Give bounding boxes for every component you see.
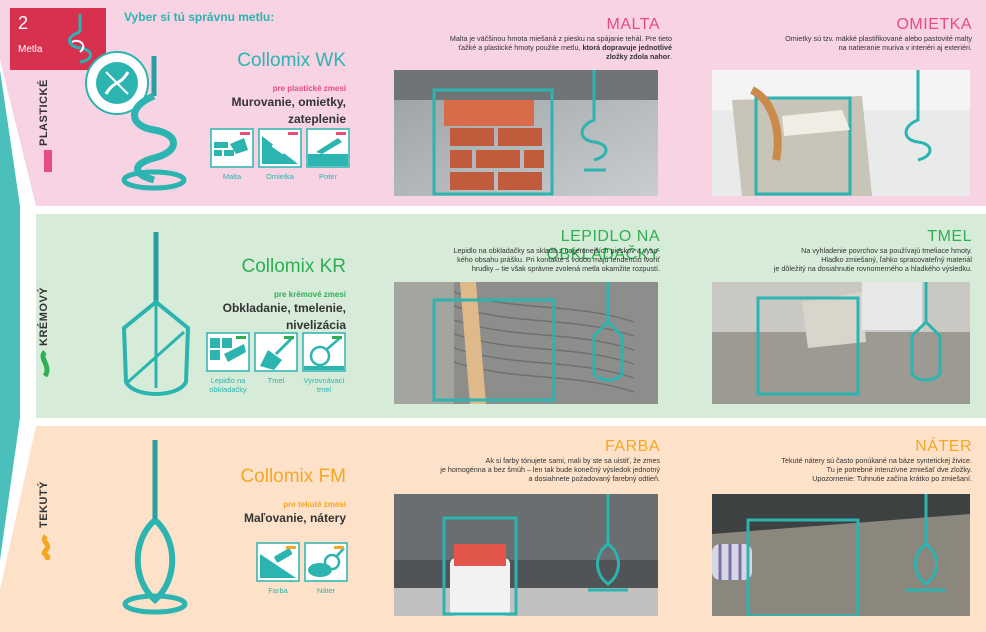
app-title-tmel: TMEL — [927, 228, 972, 245]
photo-tmel — [712, 282, 970, 404]
fm-mixer-image — [122, 440, 188, 615]
tile-adhesive-icon — [206, 332, 250, 372]
kr-mixer-image — [121, 232, 191, 396]
product-desc-1: Obkladanie, tmelenie, — [222, 301, 346, 315]
app-text-tmel: Na vyhladenie povrchov sa používajú tmel… — [773, 246, 972, 273]
photo-lepidlo — [394, 282, 658, 404]
product-sub: pre tekuté zmesi — [283, 500, 346, 509]
photo-omietka — [712, 70, 970, 196]
product-desc-2: zateplenie — [287, 112, 346, 126]
plastic-color-mark — [44, 150, 52, 172]
creamy-wave-mark — [40, 350, 50, 378]
section-label: Metla — [18, 44, 43, 55]
mixer-logo-icon — [68, 14, 92, 64]
product-wk: Collomix WK pre plastické zmesi Murovani… — [116, 50, 346, 127]
fm-use-icons: Farba Náter — [256, 542, 348, 595]
product-desc-1: Maľovanie, nátery — [244, 511, 346, 525]
use-malta: Malta — [210, 128, 254, 181]
page-badge: 2 Metla — [10, 8, 106, 70]
product-name: Collomix FM — [240, 466, 346, 487]
photo-nater — [712, 494, 970, 616]
product-name: Collomix WK — [237, 50, 346, 71]
product-sub: pre krémové zmesi — [273, 290, 346, 299]
app-text-lepidlo: Lepidlo na obkladačky sa skladá z najjem… — [453, 246, 660, 273]
photo-malta — [394, 70, 658, 196]
photo-farba — [394, 494, 658, 616]
product-desc-1: Murovanie, omietky, — [231, 95, 346, 109]
use-farba: Farba — [256, 542, 300, 595]
use-vyrovnavaci: Vyrovnávací tmel — [302, 332, 346, 394]
app-title-omietka: OMIETKA — [896, 16, 972, 33]
use-poter: Poter — [306, 128, 350, 181]
app-text-nater: Tekuté nátery sú často ponúkané na báze … — [781, 456, 972, 483]
wk-use-icons: Malta Omietka Poter — [210, 128, 350, 181]
paint-roller-icon — [256, 542, 300, 582]
kr-use-icons: Lepidlo na obkladačky Tmel Vyrovnávací t… — [206, 332, 346, 394]
page-heading: Vyber si tú správnu metlu: — [124, 10, 275, 24]
product-kr: Collomix KR pre krémové zmesi Obkladanie… — [116, 256, 346, 333]
product-name: Collomix KR — [241, 256, 346, 277]
app-title-malta: MALTA — [606, 16, 660, 33]
float-trowel-icon — [258, 128, 302, 168]
product-sub: pre plastické zmesi — [272, 84, 346, 93]
leveling-spiked-roller-icon — [302, 332, 346, 372]
use-nater: Náter — [304, 542, 348, 595]
coating-brush-icon — [304, 542, 348, 582]
use-omietka: Omietka — [258, 128, 302, 181]
category-creamy: KRÉMOVÝ — [38, 286, 50, 346]
putty-knife-icon — [254, 332, 298, 372]
trowel-brick-icon — [210, 128, 254, 168]
app-text-omietka: Omietky sú tzv. mäkké plastifikované ale… — [785, 34, 972, 52]
app-text-farba: Ak si farby tónujete sami, mali by ste s… — [440, 456, 660, 483]
screed-icon — [306, 128, 350, 168]
wk-mixer-image — [121, 56, 187, 191]
category-plastic: PLASTICKÉ — [38, 79, 50, 146]
category-liquid: TEKUTÝ — [38, 481, 50, 528]
liquid-wave-mark — [41, 534, 51, 560]
use-lepidlo: Lepidlo na obkladačky — [206, 332, 250, 394]
product-desc-2: nivelizácia — [285, 318, 346, 332]
app-title-farba: FARBA — [605, 438, 660, 455]
page-number: 2 — [18, 13, 29, 33]
app-title-lepidlo: LEPIDLO NA OBKLADAČKY — [546, 228, 660, 263]
left-wedge-decoration — [0, 60, 36, 590]
app-title-nater: NÁTER — [915, 438, 972, 455]
dna-inside-seal — [85, 51, 149, 115]
product-fm: Collomix FM pre tekuté zmesi Maľovanie, … — [116, 466, 346, 526]
use-tmel: Tmel — [254, 332, 298, 394]
app-text-malta: Malta je väčšinou hmota miešaná z piesku… — [449, 34, 672, 61]
